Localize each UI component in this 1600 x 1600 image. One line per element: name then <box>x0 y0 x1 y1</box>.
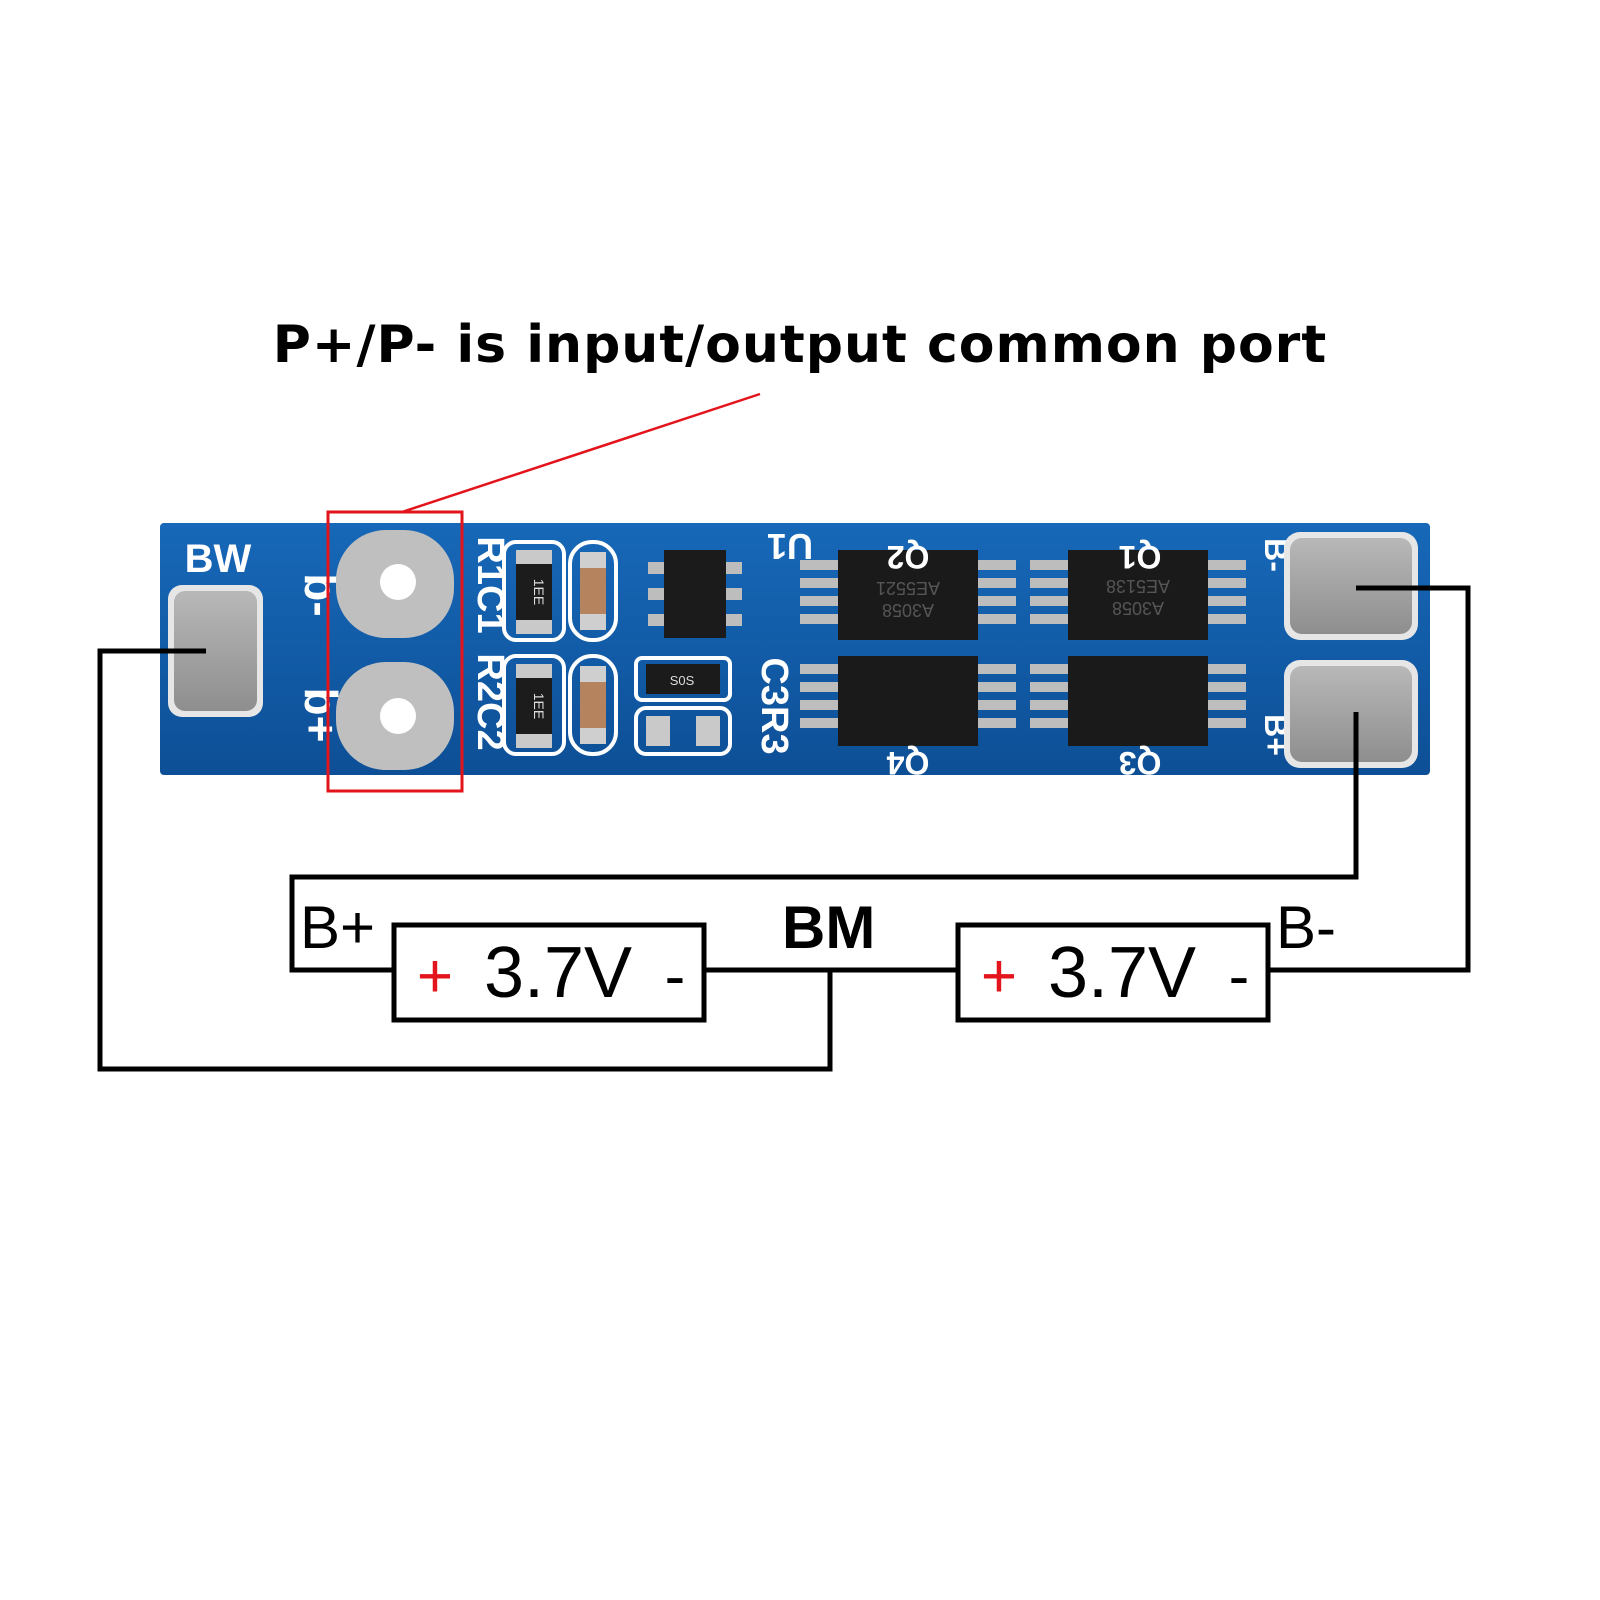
wire-label-b-minus: B- <box>1276 894 1336 961</box>
wiring <box>97 585 1471 1072</box>
chip-q1-mark2: A3058 <box>1112 598 1164 618</box>
wire-b-minus <box>1268 585 1471 973</box>
mosfet-q2 <box>838 550 978 640</box>
silk-q3-label: Q3 <box>1119 745 1162 781</box>
port-highlight-box <box>326 510 464 793</box>
mosfet-group-right: AE5138 A3058 Q1 Q3 <box>1030 539 1246 781</box>
silk-bm-label: BW <box>185 537 252 581</box>
chip-q2-mark2: A3058 <box>882 600 934 620</box>
battery-1-plus: + <box>417 942 453 1011</box>
battery-1: + 3.7V - <box>391 922 707 1023</box>
battery-2-plus: + <box>981 942 1017 1011</box>
b-plus-pad <box>1290 666 1412 762</box>
chip-q1-mark: AE5138 <box>1106 576 1170 596</box>
sot-component: S0S <box>634 656 732 702</box>
battery-1-minus: - <box>665 942 686 1011</box>
r2-code: 1EE <box>531 693 547 719</box>
battery-2: + 3.7V - <box>955 922 1271 1023</box>
resistor-r2: 1EE <box>502 654 566 756</box>
wire-bm <box>97 648 833 1072</box>
silk-q2-label: Q2 <box>887 539 930 575</box>
silk-q1-label: Q1 <box>1119 539 1162 575</box>
mosfet-q1 <box>1068 550 1208 640</box>
sot-code: S0S <box>670 673 695 688</box>
capacitor-c2 <box>568 654 618 756</box>
silk-q4-label: Q4 <box>886 745 929 781</box>
wire-b-plus <box>289 712 1359 973</box>
b-minus-pad <box>1290 538 1412 634</box>
battery-2-voltage: 3.7V <box>1048 933 1196 1013</box>
bm-pad <box>174 591 257 711</box>
pcb-board: BW b- b+ R1C1 R2C2 1EE <box>160 523 1430 781</box>
mosfet-group-left: AE5521 A3058 Q2 Q4 <box>800 539 1016 781</box>
resistor-r1: 1EE <box>502 540 566 642</box>
p-minus-pad <box>336 530 454 638</box>
mosfet-q3 <box>1068 656 1208 746</box>
resistor-r3 <box>634 706 732 756</box>
annotation-pointer-line <box>401 392 761 514</box>
annotation-title: P+/P- is input/output common port <box>272 315 1328 375</box>
wire-label-bm: BM <box>782 894 875 961</box>
wire-label-b-plus: B+ <box>300 894 375 961</box>
ic-u1: U1 <box>648 526 813 638</box>
battery-1-voltage: 3.7V <box>484 933 632 1013</box>
r1-code: 1EE <box>531 579 547 605</box>
battery-2-minus: - <box>1229 942 1250 1011</box>
chip-q2-mark: AE5521 <box>876 578 940 598</box>
p-plus-pad <box>336 662 454 770</box>
mosfet-q4 <box>838 656 978 746</box>
capacitor-c1 <box>568 540 618 642</box>
silk-c3r3-label: C3R3 <box>753 657 795 754</box>
